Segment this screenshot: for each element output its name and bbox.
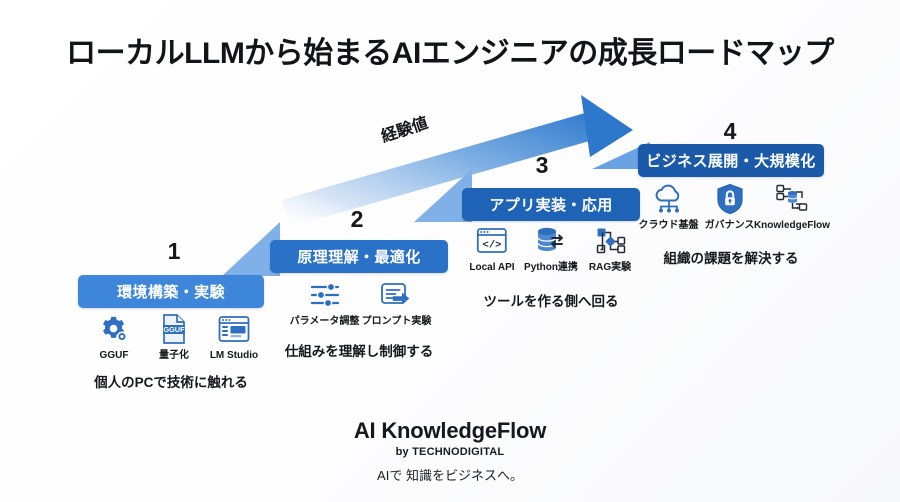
icon-cell-python-integration[interactable]: Python連携 [522, 224, 581, 273]
footer-branding: AI KnowledgeFlow by TECHNODIGITAL AIで 知識… [0, 418, 900, 484]
icon-label: KnowledgeFlow [753, 220, 831, 231]
step-icons-3: </> Local API Python連携 [462, 224, 640, 273]
step-number-1: 1 [167, 238, 181, 264]
icon-cell-cloud-platform[interactable]: クラウド基盤 [638, 182, 699, 231]
step-caption-3: ツールを作る側へ回る [483, 294, 619, 309]
step-number-3: 3 [535, 152, 549, 178]
cloud-network-icon [651, 182, 687, 216]
brand-tagline: AIで 知識をビジネスへ。 [377, 468, 523, 483]
step-bar-2[interactable]: 原理理解・最適化 [270, 240, 448, 273]
svg-text:GGUF: GGUF [163, 325, 185, 334]
step-bar-4[interactable]: ビジネス展開・大規模化 [638, 144, 824, 177]
icon-label: GGUF [99, 350, 129, 361]
icon-label: LM Studio [209, 350, 259, 361]
icon-label: プロンプト実験 [361, 316, 432, 327]
brand-company: by TECHNODIGITAL [395, 446, 505, 458]
icon-cell-quantize[interactable]: GGUF 量子化 [144, 312, 204, 361]
icon-label: Local API [469, 262, 515, 273]
app-window-icon [218, 312, 250, 346]
icon-cell-lmstudio[interactable]: LM Studio [204, 312, 264, 361]
step-bar-1[interactable]: 環境構築・実験 [78, 275, 264, 308]
step-caption-1: 個人のPCで技術に触れる [94, 375, 248, 390]
brand-name: AI KnowledgeFlow [353, 418, 547, 443]
code-window-icon: </> [476, 224, 508, 258]
icon-cell-prompt-experiment[interactable]: プロンプト実験 [361, 278, 433, 327]
icon-cell-gguf[interactable]: GGUF [84, 312, 144, 361]
step-number-2: 2 [350, 206, 364, 232]
icon-label: パラメータ調整 [289, 316, 360, 327]
icon-cell-parameter-tuning[interactable]: パラメータ調整 [289, 278, 361, 327]
file-gguf-icon: GGUF [160, 312, 188, 346]
database-exchange-icon [534, 224, 568, 258]
knowledge-flow-icon [775, 182, 809, 216]
step-icons-4: クラウド基盤 ガバナンス [638, 182, 830, 231]
icon-cell-knowledgeflow[interactable]: KnowledgeFlow [754, 182, 830, 231]
page-title: ローカルLLMから始まるAIエンジニアの成長ロードマップ [66, 37, 834, 70]
icon-label: RAG実験 [588, 262, 632, 273]
gear-icon [99, 312, 129, 346]
icon-cell-governance[interactable]: ガバナンス [699, 182, 760, 231]
step-icons-1: GGUF GGUF 量子化 [84, 312, 264, 361]
step-icons-2: パラメータ調整 プロンプト実験 [288, 278, 433, 327]
arrow-label: 経験値 [379, 114, 431, 146]
icon-cell-rag-experiment[interactable]: RAG実験 [581, 224, 640, 273]
icon-label: Python連携 [524, 262, 578, 273]
svg-text:</>: </> [483, 240, 502, 252]
document-arrow-icon [380, 278, 414, 312]
step-caption-2: 仕組みを理解し制御する [284, 344, 434, 359]
icon-label: ガバナンス [704, 220, 755, 231]
rag-node-graph-icon [594, 224, 626, 258]
step-bar-3[interactable]: アプリ実装・応用 [462, 188, 640, 221]
icon-cell-local-api[interactable]: </> Local API [463, 224, 522, 273]
icon-label: 量子化 [159, 350, 189, 361]
sliders-icon [309, 278, 341, 312]
shield-lock-icon [716, 182, 744, 216]
step-caption-4: 組織の課題を解決する [663, 251, 799, 266]
icon-label: クラウド基盤 [638, 220, 699, 231]
step-number-4: 4 [723, 118, 737, 144]
